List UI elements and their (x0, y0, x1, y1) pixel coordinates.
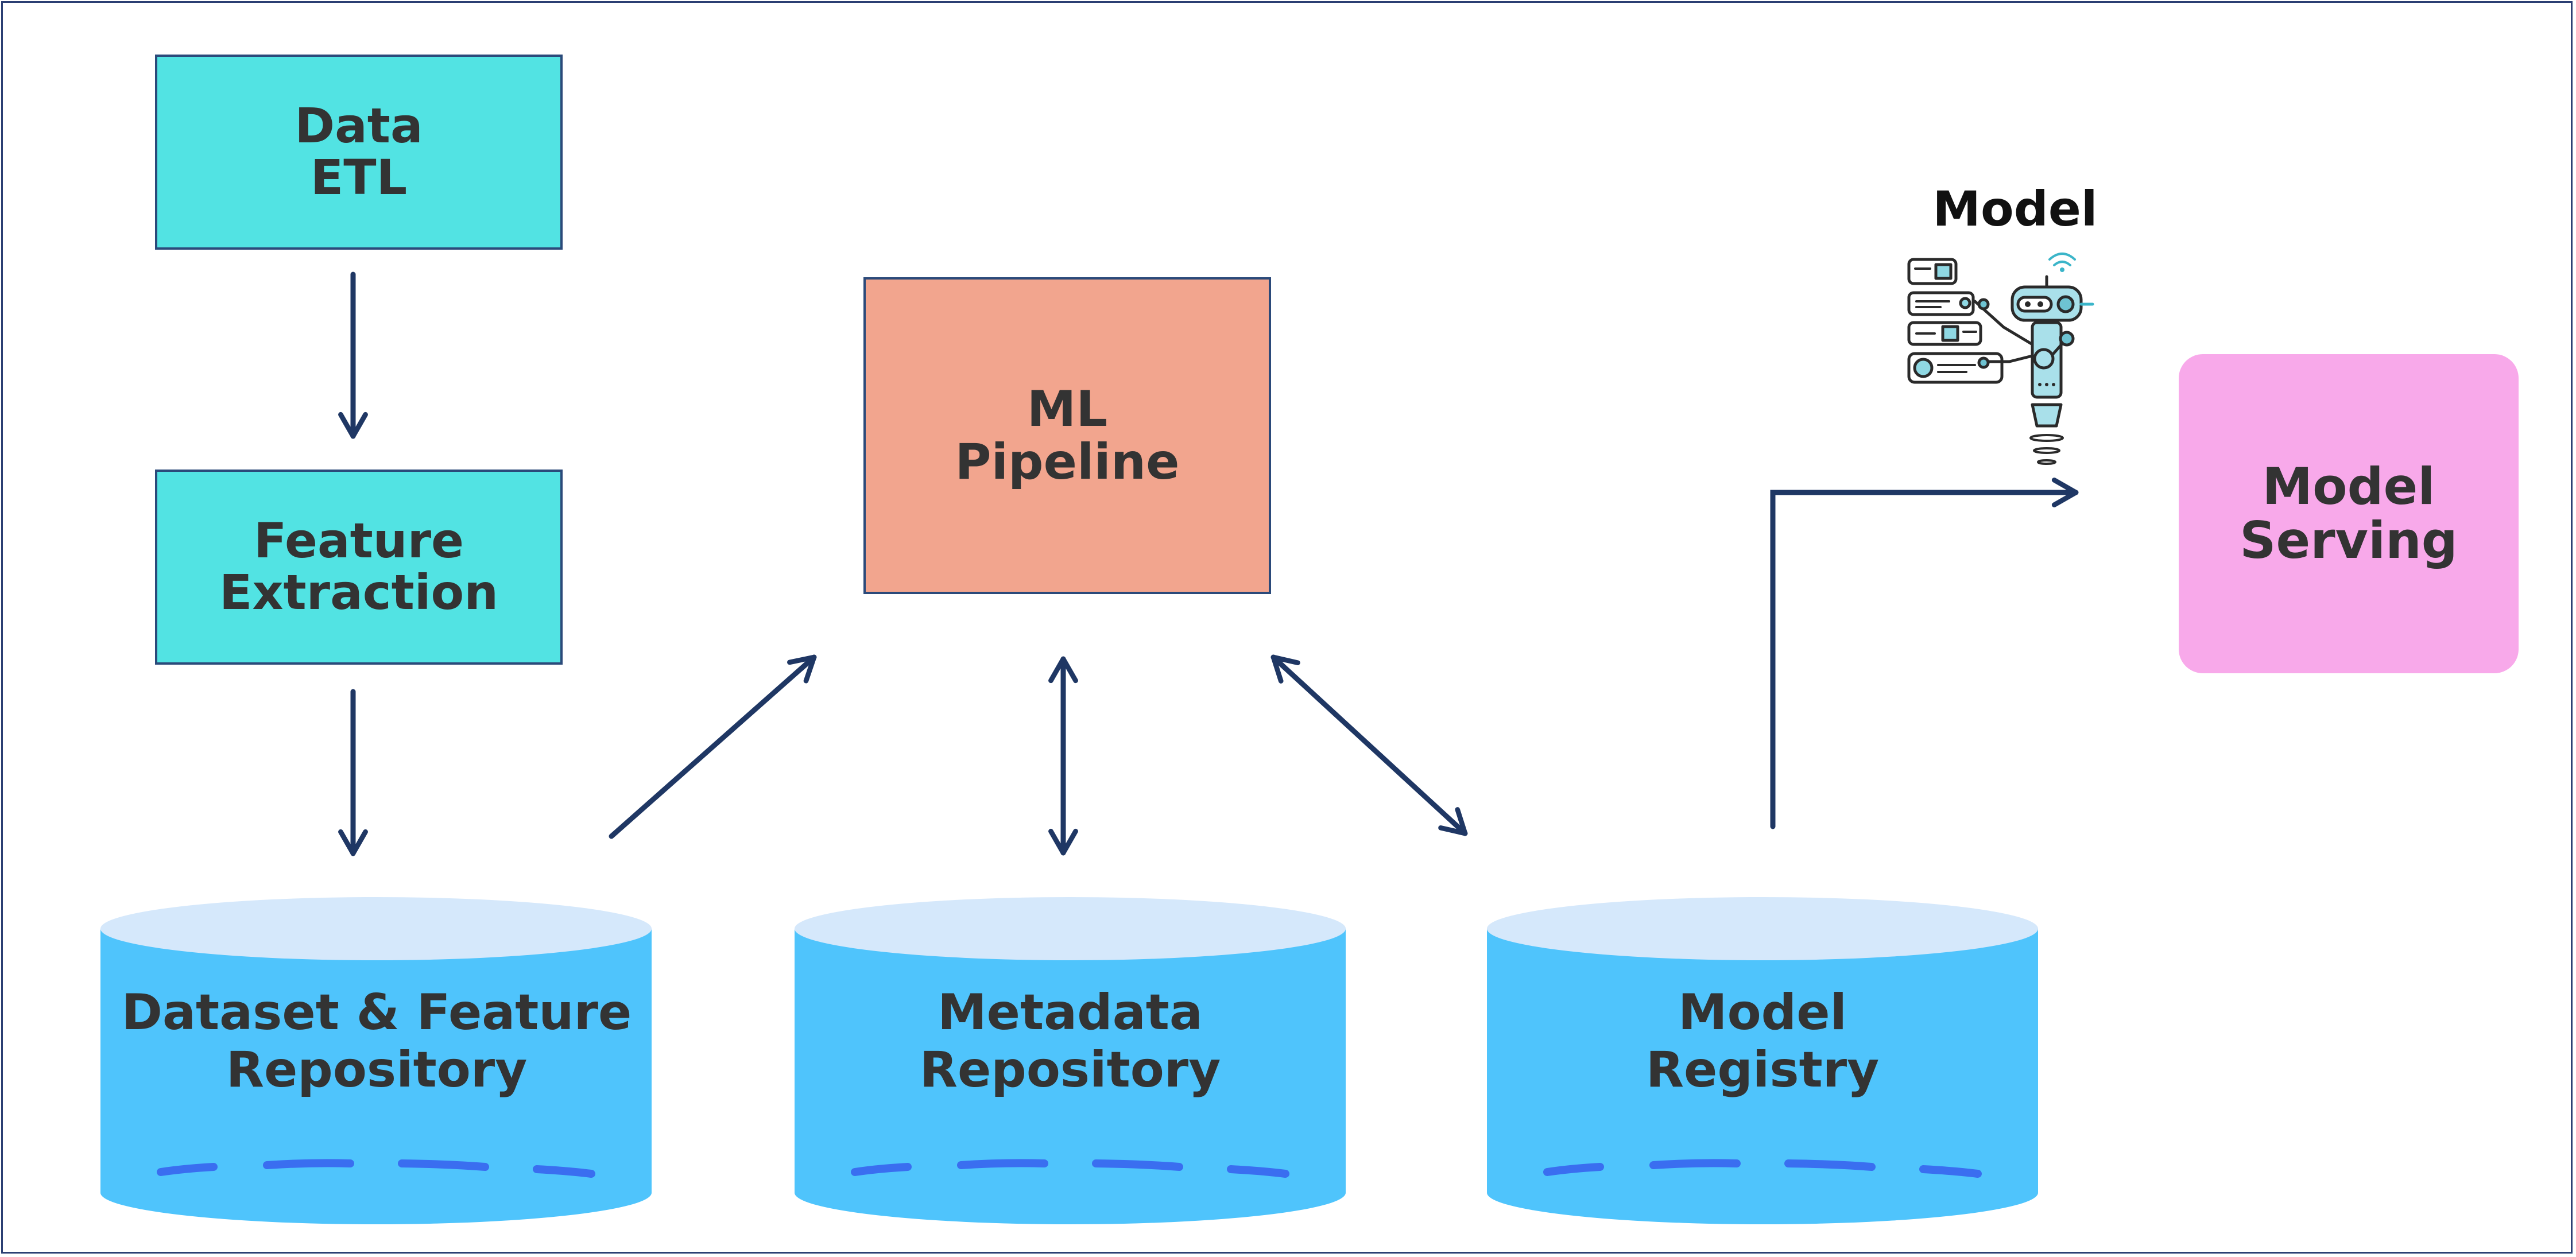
model-registry-label-line2: Registry (1645, 1041, 1880, 1099)
dataset-repository-label: Dataset & Feature Repository (101, 984, 652, 1099)
data-etl-box: Data ETL (155, 55, 563, 250)
arrow-ml-registry (1270, 654, 1468, 836)
metadata-repository-label-line2: Repository (919, 1041, 1221, 1099)
robot-icon (1907, 253, 2094, 465)
model-registry-label: Model Registry (1487, 984, 2038, 1099)
dataset-repository-label-line2: Repository (226, 1041, 528, 1099)
model-serving-label-line2: Serving (2240, 511, 2458, 570)
data-etl-label-line2: ETL (310, 149, 408, 205)
arrow-registry-to-serving (1770, 478, 2079, 829)
data-etl-label-line1: Data (295, 98, 423, 154)
model-serving-box: Model Serving (2179, 354, 2519, 673)
dataset-repository-label-line1: Dataset & Feature (121, 984, 632, 1041)
robot-model-title: Model (1932, 181, 2098, 237)
ml-pipeline-label-line2: Pipeline (955, 433, 1180, 491)
model-registry-cylinder (1487, 897, 2038, 1224)
model-serving-label-line1: Model (2262, 456, 2435, 516)
metadata-repository-label: Metadata Repository (795, 984, 1346, 1099)
model-registry-label-line1: Model (1678, 984, 1847, 1041)
metadata-repository-cylinder (795, 897, 1346, 1224)
feature-extraction-label-line1: Feature (254, 513, 464, 569)
ml-pipeline-box: ML Pipeline (863, 277, 1271, 594)
arrow-dataset-to-ml (609, 654, 817, 839)
ml-pipeline-label-line1: ML (1026, 380, 1108, 438)
feature-extraction-box: Feature Extraction (155, 470, 563, 665)
dataset-repository-cylinder (100, 897, 652, 1224)
feature-extraction-label-line2: Extraction (219, 564, 499, 620)
metadata-repository-label-line1: Metadata (938, 984, 1203, 1041)
